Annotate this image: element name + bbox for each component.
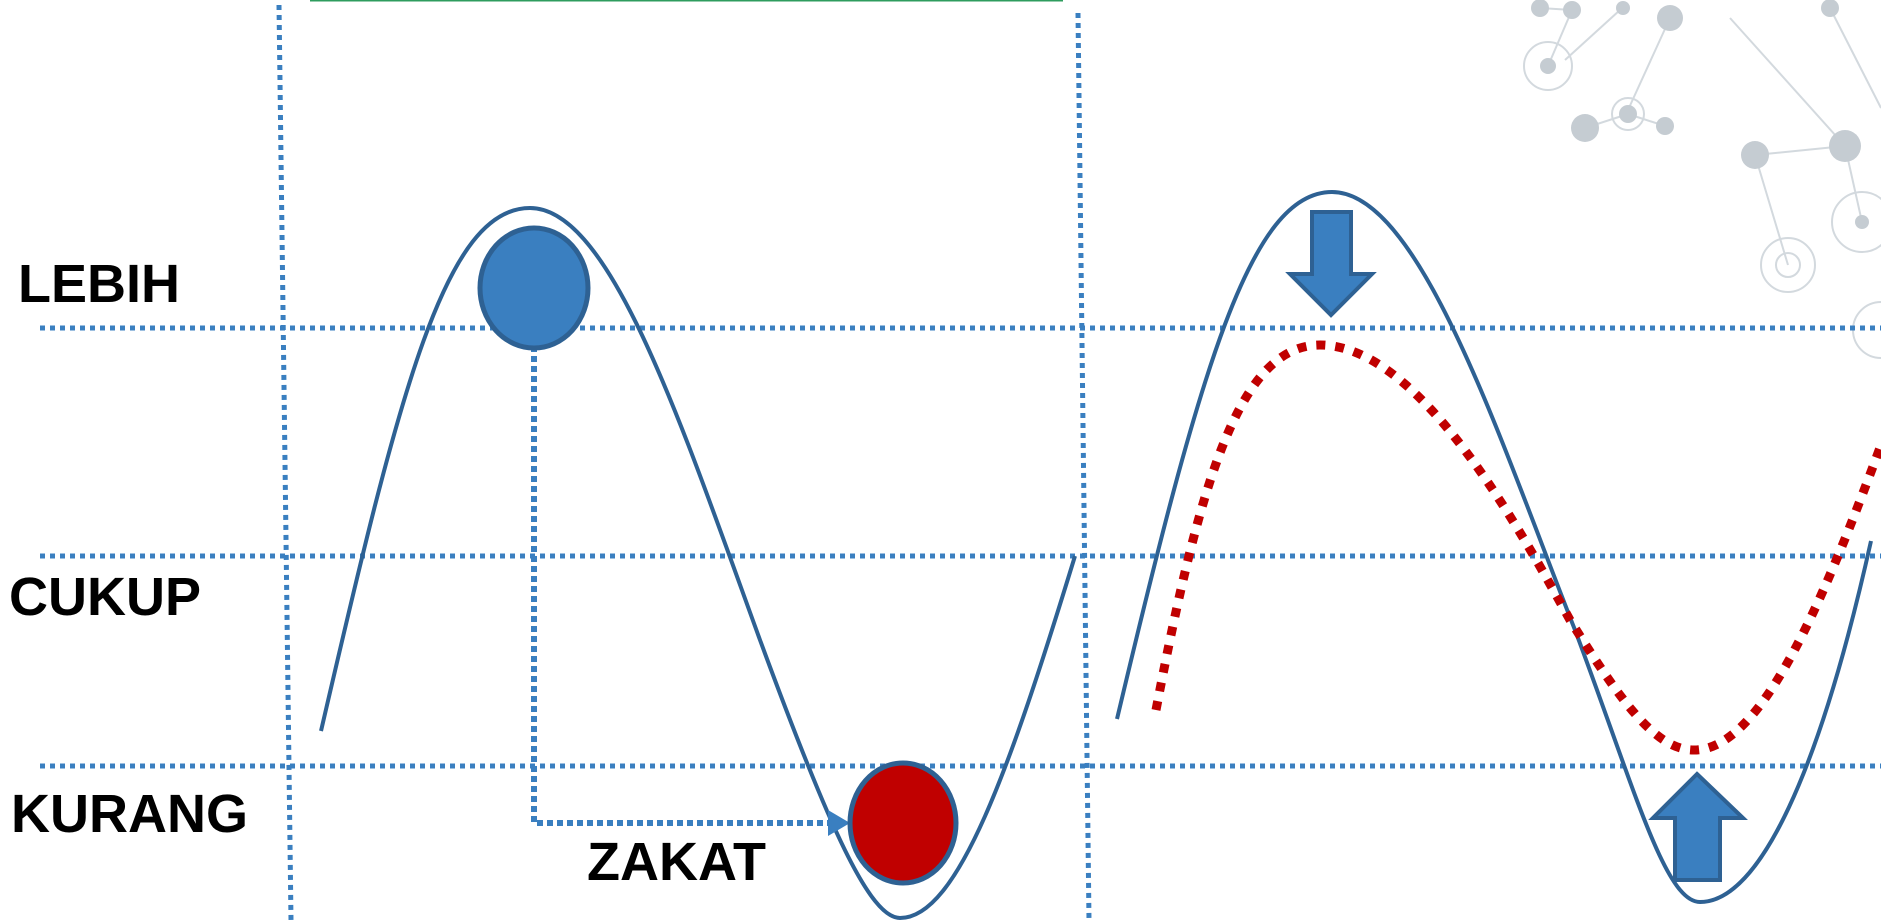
level-label-cukup: CUKUP	[9, 567, 202, 627]
low-ball-circle-icon	[847, 760, 959, 886]
arrow-right-icon	[828, 810, 850, 836]
arrow-down-icon	[1285, 210, 1377, 318]
redistributed-wave	[1151, 340, 1881, 755]
transfer-connector	[531, 346, 830, 826]
zakat-label: ZAKAT	[587, 832, 766, 892]
arrow-up-icon	[1648, 771, 1748, 882]
high-ball-circle-icon	[477, 225, 591, 351]
vertical-guides	[276, 4, 1092, 920]
level-lines	[40, 325, 1881, 769]
level-label-kurang: KURANG	[11, 784, 248, 844]
level-label-lebih: LEBIH	[18, 254, 180, 314]
wave-right	[1115, 189, 1873, 905]
network-decoration	[1523, 0, 1881, 359]
wave-left	[319, 205, 1077, 920]
